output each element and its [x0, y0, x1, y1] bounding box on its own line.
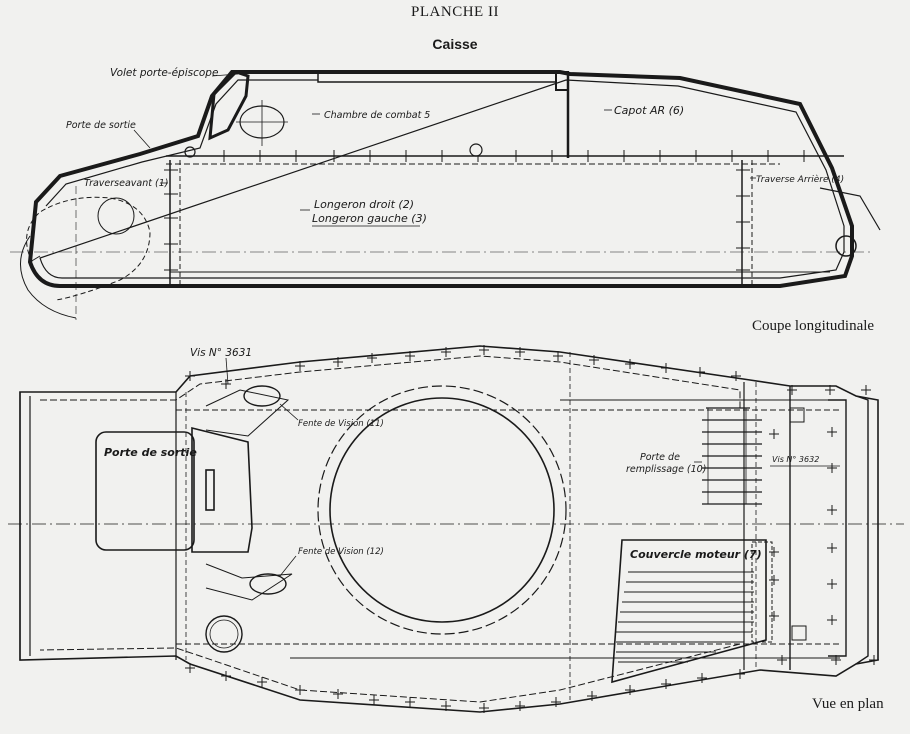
hull-inner-line: [39, 79, 845, 279]
label-longeron-gauche: Longeron gauche (3): [312, 212, 427, 225]
label-remplissage-1: Porte de: [640, 452, 680, 463]
label-traverse-arriere: Traverse Arrière (4): [756, 174, 844, 185]
engine-cover: [611, 539, 767, 684]
plan-rivets: [185, 345, 879, 713]
label-porte-sortie-plan: Porte de sortie: [104, 446, 197, 459]
label-vis-3631: Vis N° 3631: [190, 347, 252, 359]
plan-view: [8, 345, 904, 713]
slit-11-housing: [205, 389, 290, 437]
turret-ring-outer: [317, 385, 567, 635]
plate-subtitle: Caisse: [432, 36, 478, 52]
idler-wheel: [97, 197, 135, 235]
plan-outline: [19, 345, 879, 713]
porte-leader: [133, 129, 151, 149]
plate-title: PLANCHE II: [411, 4, 499, 20]
vis-3631-leader: [225, 357, 229, 385]
nose-panel: [19, 392, 31, 660]
label-couvercle: Couvercle moteur (7): [630, 548, 762, 561]
track-arc: [20, 235, 77, 319]
label-fente-11: Fente de Vision (11): [298, 419, 384, 429]
caption-longitudinal: Coupe longitudinale: [752, 318, 875, 334]
hull-section-outline: [27, 70, 854, 288]
label-porte-sortie-section: Porte de sortie: [66, 120, 136, 131]
turret-ring-inner: [329, 397, 555, 623]
label-capot: Capot AR (6): [614, 104, 684, 117]
drain-plug-inner: [209, 619, 239, 649]
label-fente-12: Fente de Vision (12): [298, 547, 384, 557]
label-traverse-avant: Traverseavant (1): [84, 178, 168, 189]
vision-slit-11: [243, 385, 281, 407]
rear-bracket-bottom: [791, 625, 807, 641]
label-vis-3632: Vis N° 3632: [772, 455, 819, 464]
label-longeron-droit: Longeron droit (2): [314, 198, 414, 211]
rear-frame: [789, 386, 869, 670]
episcope-flap: [208, 70, 250, 141]
filler-grille: [702, 407, 762, 505]
roof-fitting-front: [184, 146, 196, 158]
engine-cover-hinge: [751, 541, 773, 643]
label-volet: Volet porte-épiscope: [110, 67, 218, 79]
label-remplissage-2: remplissage (10): [626, 464, 706, 475]
engine-cover-louvres: [616, 571, 754, 663]
exit-door: [95, 431, 195, 551]
drain-plug: [205, 615, 243, 653]
caption-plan: Vue en plan: [812, 696, 884, 712]
exit-door-slot: [205, 469, 215, 511]
section-rivets: [164, 150, 805, 271]
idler-guard: [26, 196, 151, 301]
fente-12-leader: [279, 555, 297, 577]
plan-inner-outline: [39, 355, 741, 703]
vision-slit-12: [249, 573, 287, 595]
label-chambre: Chambre de combat 5: [324, 110, 430, 121]
fente-11-leader: [279, 403, 299, 421]
exit-door-hatch: [191, 426, 253, 553]
rear-wheel: [835, 235, 857, 257]
front-leader: [29, 255, 41, 263]
volet-leader: [211, 73, 239, 77]
roof-fitting: [469, 143, 483, 157]
slit-12-housing: [205, 563, 293, 601]
bulkhead-bracket: [555, 71, 569, 91]
rear-bracket-top: [789, 407, 805, 423]
longitudinal-section: [10, 70, 881, 320]
rear-track: [819, 187, 881, 231]
